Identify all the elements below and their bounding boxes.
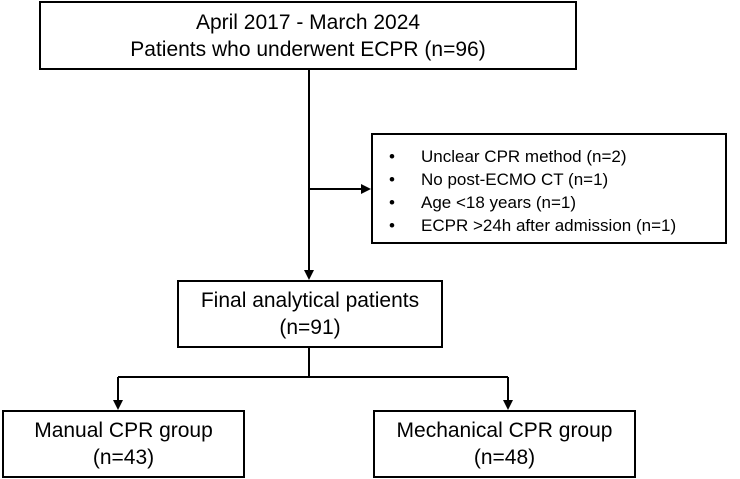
mechanical-cpr-label: Mechanical CPR group <box>396 419 613 442</box>
final-analysis-count: (n=91) <box>279 316 341 339</box>
exclusion-item: •ECPR >24h after admission (n=1) <box>389 216 677 235</box>
exclusion-item: •Unclear CPR method (n=2) <box>389 147 627 166</box>
final-analysis-label: Final analytical patients <box>200 289 420 312</box>
bullet-icon: • <box>389 170 395 189</box>
exclusion-item: •Age <18 years (n=1) <box>389 193 576 212</box>
bullet-icon: • <box>389 193 395 212</box>
exclusion-box: •Unclear CPR method (n=2) •No post-ECMO … <box>371 133 727 244</box>
enrollment-box: April 2017 - March 2024 Patients who und… <box>39 1 577 70</box>
manual-cpr-label: Manual CPR group <box>34 419 213 442</box>
exclusion-list: •Unclear CPR method (n=2) •No post-ECMO … <box>383 145 725 237</box>
enrollment-period: April 2017 - March 2024 <box>195 10 421 34</box>
bullet-icon: • <box>389 216 395 235</box>
manual-cpr-count: (n=43) <box>92 446 155 469</box>
exclusion-item: •No post-ECMO CT (n=1) <box>389 170 609 189</box>
enrollment-count: Patients who underwent ECPR (n=96) <box>130 37 486 61</box>
final-analysis-box: Final analytical patients (n=91) <box>177 280 443 348</box>
bullet-icon: • <box>389 147 395 166</box>
mechanical-cpr-count: (n=48) <box>473 446 536 469</box>
manual-cpr-box: Manual CPR group (n=43) <box>2 410 245 478</box>
mechanical-cpr-box: Mechanical CPR group (n=48) <box>373 410 636 478</box>
